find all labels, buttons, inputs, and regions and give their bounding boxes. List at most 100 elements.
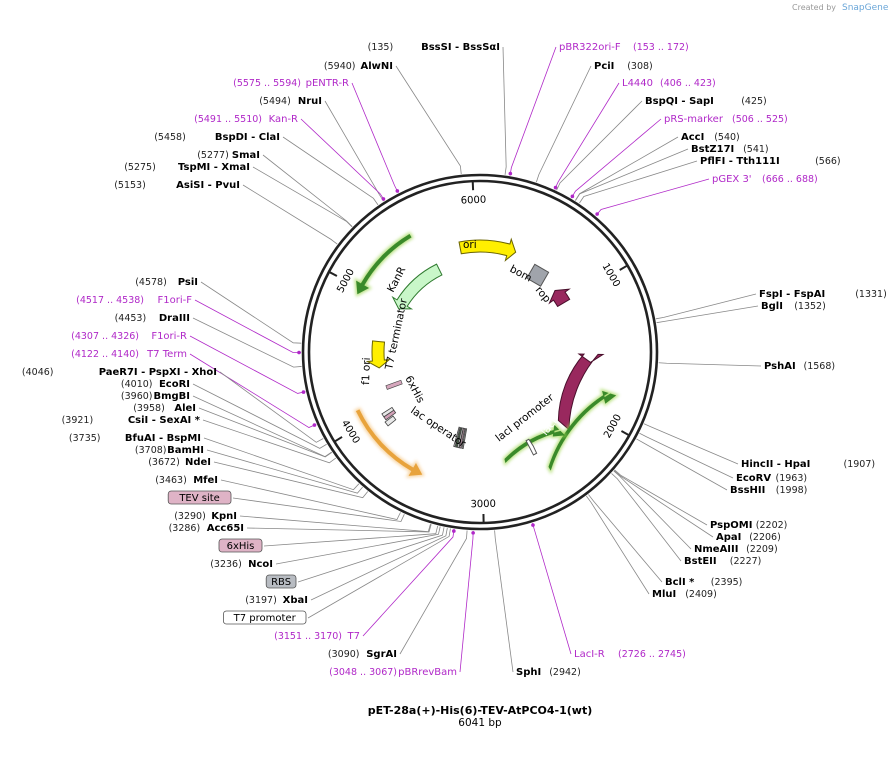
label-f1ori-r[interactable]: F1ori-R(4307 .. 4326) xyxy=(71,331,187,342)
label-bmgbi[interactable]: BmgBI(3960) xyxy=(121,391,190,402)
leader-line xyxy=(282,136,379,206)
kan-outer-line[interactable] xyxy=(356,233,412,295)
rop-feature[interactable] xyxy=(548,288,571,308)
leader-line xyxy=(586,495,650,595)
label-sphi[interactable]: SphI(2942) xyxy=(516,667,581,678)
svg-text:T7 Term: T7 Term xyxy=(146,349,187,360)
label-t7[interactable]: T7(3151 .. 3170) xyxy=(274,631,360,642)
svg-text:T7 promoter: T7 promoter xyxy=(233,613,297,624)
label-kan-r[interactable]: Kan-R(5491 .. 5510) xyxy=(194,114,298,125)
label-ecorv[interactable]: EcoRV(1963) xyxy=(736,473,807,484)
svg-text:PflFI - Tth111I: PflFI - Tth111I xyxy=(700,156,780,167)
bom-feature[interactable] xyxy=(526,263,550,287)
label-csii-sexai[interactable]: CsiI - SexAI *(3921) xyxy=(62,415,201,426)
his6-inner-marker[interactable] xyxy=(385,379,403,390)
t7-term-small-feature[interactable] xyxy=(381,406,395,418)
label-acc65i[interactable]: Acc65I(3286) xyxy=(169,523,244,534)
leader-line xyxy=(200,281,302,344)
leader-line xyxy=(395,65,462,175)
label-bspqi-sapi[interactable]: BspQI - SapI(425) xyxy=(645,96,767,107)
label-bstz17i[interactable]: BstZ17I(541) xyxy=(691,144,769,155)
label-t7-term[interactable]: T7 Term(4122 .. 4140) xyxy=(71,349,187,360)
f1ori-feature[interactable] xyxy=(365,340,391,369)
feature-label-f1ori[interactable]: f1 ori xyxy=(360,357,373,385)
label-rbs[interactable]: RBS xyxy=(265,574,297,589)
tick-label: 4000 xyxy=(339,418,362,445)
label-fspi-fspai[interactable]: FspI - FspAI(1331) xyxy=(759,289,887,300)
leader-line xyxy=(574,136,679,201)
insert-cds[interactable] xyxy=(355,409,423,476)
label-pspomi[interactable]: PspOMI(2202) xyxy=(710,520,787,531)
feature-label-6xhis[interactable]: 6xHis xyxy=(402,374,426,405)
label-bspdi-clai[interactable]: BspDI - ClaI(5458) xyxy=(154,132,280,143)
svg-text:(4307 .. 4326): (4307 .. 4326) xyxy=(71,331,139,342)
svg-text:(2202): (2202) xyxy=(756,520,788,531)
label-pbrrevbam[interactable]: pBRrevBam(3048 .. 3067) xyxy=(329,667,457,678)
laci-outer-line[interactable] xyxy=(548,390,617,471)
label-kpni[interactable]: KpnI(3290) xyxy=(174,511,237,522)
label-pgex-3[interactable]: pGEX 3'(666 .. 688) xyxy=(712,174,818,185)
laci-feature[interactable] xyxy=(557,353,605,431)
label-pshai[interactable]: PshAI(1568) xyxy=(764,361,835,372)
label-ndei[interactable]: NdeI(3672) xyxy=(148,457,211,468)
kanr-feature[interactable] xyxy=(391,263,443,310)
laci-promoter-feature[interactable] xyxy=(525,438,538,456)
label-tspmi-xmai[interactable]: TspMI - XmaI(5275) xyxy=(124,162,250,173)
svg-text:SgrAI: SgrAI xyxy=(366,649,397,660)
label-bgli[interactable]: BglI(1352) xyxy=(761,301,826,312)
svg-text:(1331): (1331) xyxy=(855,289,887,300)
leader-line xyxy=(262,154,353,227)
label-mlui[interactable]: MluI(2409) xyxy=(652,589,717,600)
label-paer7i-pspxi-xhoi[interactable]: PaeR7I - PspXI - XhoI(4046) xyxy=(22,367,217,378)
label-pflfi-tth111i[interactable]: PflFI - Tth111I(566) xyxy=(700,156,841,167)
leader-line xyxy=(579,160,698,204)
ori-feature[interactable] xyxy=(458,237,517,262)
label-pbr322ori-f[interactable]: pBR322ori-F(153 .. 172) xyxy=(559,42,689,53)
label-l4440[interactable]: L4440(406 .. 423) xyxy=(622,78,716,89)
his6-tag-feature[interactable] xyxy=(458,427,466,449)
label-pentr-r[interactable]: pENTR-R(5575 .. 5594) xyxy=(233,78,349,89)
t7-promoter-feature[interactable] xyxy=(456,427,464,449)
tev-site-feature[interactable] xyxy=(455,427,463,448)
label-smai[interactable]: SmaI(5277) xyxy=(197,150,260,161)
label-bsteii[interactable]: BstEII(2227) xyxy=(684,556,761,567)
svg-text:T7: T7 xyxy=(347,631,360,642)
label-nmeaiii[interactable]: NmeAIII(2209) xyxy=(694,544,778,555)
t7-small-feature[interactable] xyxy=(453,426,461,448)
label-psii[interactable]: PsiI(4578) xyxy=(135,277,198,288)
label-tev-site[interactable]: TEV site xyxy=(167,490,232,505)
label-bamhi[interactable]: BamHI(3708) xyxy=(135,445,204,456)
laci-inner-line[interactable] xyxy=(504,424,566,464)
label-bcli[interactable]: BclI *(2395) xyxy=(665,577,742,588)
label-bsssi-bsss-i[interactable]: BssSI - BssSαI(135) xyxy=(368,42,500,53)
feature-label-t7-terminator[interactable]: T7 terminator xyxy=(383,297,410,372)
lac-operator-feature[interactable] xyxy=(384,415,397,427)
label-t7-promoter[interactable]: T7 promoter xyxy=(222,610,307,625)
feature-label-bom[interactable]: bom xyxy=(508,263,534,285)
label-xbai[interactable]: XbaI(3197) xyxy=(245,595,308,606)
label-hincii-hpai[interactable]: HincII - HpaI(1907) xyxy=(741,459,875,470)
rbs-feature[interactable] xyxy=(461,428,468,450)
label-apai[interactable]: ApaI(2206) xyxy=(716,532,781,543)
label-nrui[interactable]: NruI(5494) xyxy=(259,96,322,107)
label-alei[interactable]: AleI(3958) xyxy=(133,403,196,414)
label-mfei[interactable]: MfeI(3463) xyxy=(155,475,218,486)
label-bfuai-bspmi[interactable]: BfuAI - BspMI(3735) xyxy=(69,433,201,444)
label-alwni[interactable]: AlwNI(5940) xyxy=(324,61,393,72)
label-prs-marker[interactable]: pRS-marker(506 .. 525) xyxy=(664,114,788,125)
label-6xhis[interactable]: 6xHis xyxy=(218,538,263,553)
svg-text:PsiI: PsiI xyxy=(178,277,198,288)
label-pcii[interactable]: PciI(308) xyxy=(594,61,653,72)
label-asisi-pvui[interactable]: AsiSI - PvuI(5153) xyxy=(114,180,240,191)
snapgene-logo[interactable]: SnapGene xyxy=(842,3,889,13)
label-acci[interactable]: AccI(540) xyxy=(681,132,740,143)
label-ecori[interactable]: EcoRI(4010) xyxy=(121,379,190,390)
label-bsshii[interactable]: BssHII(1998) xyxy=(730,485,807,496)
feature-label-ori[interactable]: ori xyxy=(463,239,477,251)
label-f1ori-f[interactable]: F1ori-F(4517 .. 4538) xyxy=(76,295,192,306)
label-laci-r[interactable]: LacI-R(2726 .. 2745) xyxy=(574,649,686,660)
label-ncoi[interactable]: NcoI(3236) xyxy=(210,559,273,570)
label-sgrai[interactable]: SgrAI(3090) xyxy=(328,649,397,660)
label-draiii[interactable]: DraIII(4453) xyxy=(115,313,190,324)
svg-text:BglI: BglI xyxy=(761,301,783,312)
